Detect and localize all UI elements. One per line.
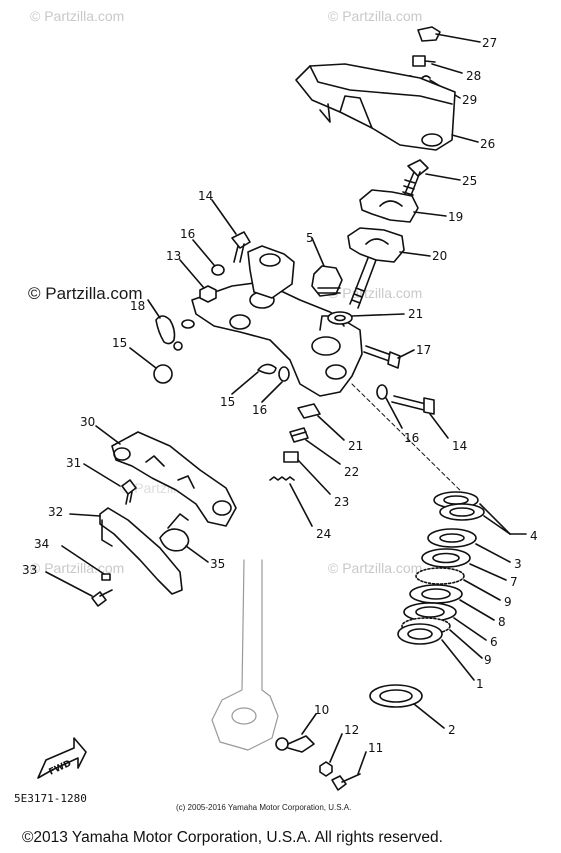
part-label: 24 <box>316 527 331 541</box>
steering-stem <box>211 559 279 751</box>
part-label: 31 <box>66 456 81 470</box>
part-9-ball-upper <box>415 567 501 601</box>
part-27-clip <box>417 26 481 43</box>
part-35-clamp <box>159 513 209 563</box>
part-17-bolt <box>363 345 415 369</box>
part-16-washer-left <box>181 319 195 329</box>
part-label: 28 <box>466 69 481 83</box>
part-12-nut <box>319 733 343 777</box>
part-label: 18 <box>130 299 145 313</box>
part-label: 20 <box>432 249 447 263</box>
part-label: 29 <box>462 93 477 107</box>
part-1-race <box>397 623 475 681</box>
inner-copyright: (c) 2005-2016 Yamaha Motor Corporation, … <box>176 803 352 812</box>
part-label: 33 <box>22 563 37 577</box>
part-34-screw <box>61 545 111 581</box>
part-2-seal <box>369 684 445 729</box>
part-32-plate <box>69 507 183 595</box>
part-label: 9 <box>484 653 492 667</box>
part-13-nut <box>179 259 217 303</box>
fwd-arrow <box>37 737 87 779</box>
part-15-cap <box>129 347 173 384</box>
part-label: 22 <box>344 465 359 479</box>
part-28-screw <box>412 55 463 74</box>
part-20-holder-lower <box>347 227 431 309</box>
part-26-cover <box>295 63 479 151</box>
footer-copyright: ©2013 Yamaha Motor Corporation, U.S.A. A… <box>22 829 443 846</box>
part-16-washer-right <box>376 384 403 429</box>
part-19-holder-upper <box>359 189 447 223</box>
part-label: 7 <box>510 575 518 589</box>
part-15-cap-lower <box>231 363 277 395</box>
part-label: 16 <box>404 431 419 445</box>
part-8-race <box>409 584 495 621</box>
watermark: © Partzilla.com <box>328 285 423 301</box>
part-3-washer <box>427 528 511 563</box>
watermark: © Partzilla.com <box>30 8 125 24</box>
part-label: 27 <box>482 36 497 50</box>
part-label: 34 <box>34 537 49 551</box>
part-label: 9 <box>504 595 512 609</box>
part-label: 15 <box>112 336 127 350</box>
part-label: 16 <box>252 403 267 417</box>
part-label: 4 <box>530 529 538 543</box>
part-label: 15 <box>220 395 235 409</box>
watermark: © Partzilla.com <box>328 8 423 24</box>
diagram-code: 5E3171-1280 <box>14 792 87 805</box>
part-label: 6 <box>490 635 498 649</box>
part-label: 19 <box>448 210 463 224</box>
part-31-bolt <box>83 463 137 505</box>
part-label: 17 <box>416 343 431 357</box>
part-label: 11 <box>368 741 383 755</box>
part-label: 30 <box>80 415 95 429</box>
part-10-clip <box>275 713 317 753</box>
part-25-bolt <box>402 159 461 199</box>
part-21-washer-lower <box>297 403 345 441</box>
part-22-part <box>289 427 341 465</box>
part-label: 25 <box>462 174 477 188</box>
part-label: 26 <box>480 137 495 151</box>
part-label: 35 <box>210 557 225 571</box>
part-label: 14 <box>452 439 467 453</box>
part-label: 12 <box>344 723 359 737</box>
part-label: 5 <box>306 231 314 245</box>
part-30-bracket <box>95 425 237 527</box>
part-label: 13 <box>166 249 181 263</box>
part-label: 23 <box>334 495 349 509</box>
part-21-washer-upper <box>327 311 405 325</box>
part-label: 1 <box>476 677 484 691</box>
part-5-steering-nut <box>311 237 343 297</box>
part-14-bolt-upper <box>211 199 251 263</box>
part-label: 21 <box>348 439 363 453</box>
part-label: 14 <box>198 189 213 203</box>
upper-bracket <box>191 245 363 397</box>
part-11-bolt <box>331 751 367 791</box>
part-16-washer-upper <box>192 239 225 276</box>
part-4-nuts <box>433 491 527 535</box>
part-label: 8 <box>498 615 506 629</box>
part-label: 21 <box>408 307 423 321</box>
part-label: 10 <box>314 703 329 717</box>
part-7-cover <box>421 548 507 581</box>
part-18-ring <box>147 299 183 351</box>
watermark-main: © Partzilla.com <box>28 284 143 303</box>
part-label: 16 <box>180 227 195 241</box>
part-16-washer-mid <box>261 366 290 403</box>
part-14-bolt-lower <box>391 395 449 439</box>
part-label: 2 <box>448 723 456 737</box>
part-6-race <box>403 602 487 641</box>
part-33-bolt <box>45 571 113 607</box>
part-label: 32 <box>48 505 63 519</box>
watermark: © Partzilla.com <box>328 560 423 576</box>
part-23-part <box>283 451 331 495</box>
part-24-pin <box>269 476 313 527</box>
part-label: 3 <box>514 557 522 571</box>
